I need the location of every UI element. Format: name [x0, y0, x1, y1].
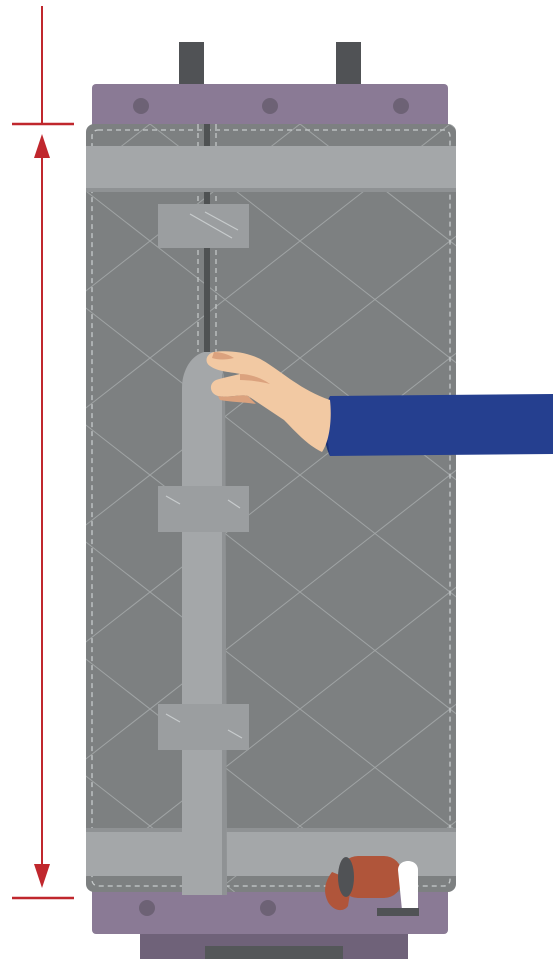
quilt-line	[86, 124, 456, 892]
strap-band	[182, 352, 227, 895]
valve-collar	[338, 857, 354, 897]
top-strap	[86, 146, 456, 192]
valve-spout	[398, 861, 418, 910]
arm-sleeve	[324, 394, 553, 456]
strap-shadow	[86, 828, 456, 832]
quilt-line	[449, 124, 456, 892]
valve-spout-base	[377, 908, 419, 916]
cap-bolt	[393, 98, 409, 114]
heater-base-plate	[205, 946, 343, 959]
strap-band	[86, 146, 456, 192]
quilt-line	[86, 124, 456, 892]
quilt-line	[86, 124, 456, 892]
top-pipes	[179, 42, 361, 88]
hand-shadow	[218, 395, 256, 404]
blanket-body	[86, 124, 456, 892]
blanket-stitching	[91, 129, 451, 887]
quilt-line	[215, 124, 456, 892]
tape-piece	[158, 704, 249, 750]
quilt-line	[86, 124, 456, 892]
quilt-line	[149, 124, 456, 892]
sleeve	[324, 394, 553, 456]
quilt-line	[86, 124, 301, 892]
tape-shine	[165, 713, 181, 723]
tape-shine	[227, 729, 243, 739]
insulation-blanket	[86, 124, 553, 892]
vertical-strap	[182, 352, 227, 895]
quilt-line	[86, 124, 456, 892]
cap-bolt	[262, 98, 278, 114]
hand-shadow	[240, 374, 270, 384]
quilt-line	[86, 124, 456, 892]
outlet-pipe	[336, 42, 361, 88]
tape-shine	[189, 213, 233, 239]
tape-piece	[158, 204, 249, 248]
quilt-line	[86, 124, 456, 892]
cap-bolt	[260, 900, 276, 916]
strap-tapes	[158, 486, 249, 750]
measure-arrowhead-down	[34, 864, 50, 888]
bottom-cap	[92, 884, 448, 959]
seam-tape	[158, 204, 249, 248]
valve-body	[340, 856, 402, 898]
inlet-pipe	[179, 42, 204, 88]
quilt-line	[86, 124, 451, 892]
measure-arrowhead-up	[34, 134, 50, 158]
top-cap	[92, 84, 448, 132]
quilt-line	[515, 124, 553, 892]
hand-icon	[206, 351, 331, 452]
cap-bolt	[133, 98, 149, 114]
thumb-shadow	[212, 352, 234, 360]
tape-shine	[165, 495, 181, 505]
height-measure-arrow-icon	[12, 6, 74, 900]
tape-shine	[227, 499, 241, 509]
drain-valve-icon	[325, 856, 419, 916]
cap-bolt	[139, 900, 155, 916]
tape-shine	[204, 211, 239, 231]
tape-piece	[158, 486, 249, 532]
strap-shadow	[86, 188, 456, 192]
hand-palm	[206, 351, 331, 452]
